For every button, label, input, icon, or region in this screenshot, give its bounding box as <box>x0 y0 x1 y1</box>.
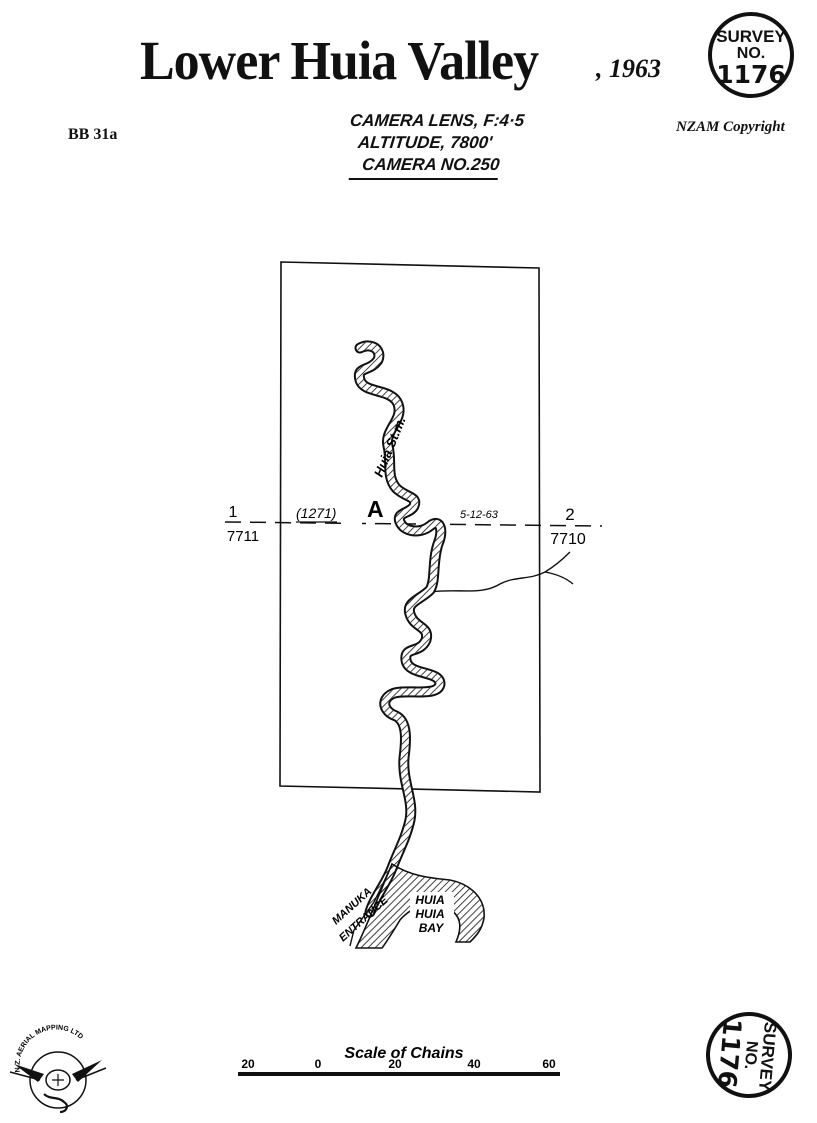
scale-bar: Scale of Chains 20 0 20 40 60 <box>238 1045 560 1076</box>
scale-line <box>238 1072 560 1076</box>
run-reference: (1271) <box>296 505 336 521</box>
bay-label: BAY <box>419 921 444 935</box>
photo-frame <box>279 261 541 793</box>
left-marker-photo: 7711 <box>227 528 259 545</box>
map-title-year: , 1963 <box>596 54 661 83</box>
huia-label-1: HUIA <box>415 893 444 907</box>
seal-number: 1176 <box>716 60 786 89</box>
aerial-mapping-logo: N.Z. AERIAL MAPPING LTD <box>9 1024 107 1114</box>
tributary-branch <box>544 571 574 585</box>
scale-tick-20: 20 <box>388 1057 402 1071</box>
scale-tick-20-left: 20 <box>241 1057 255 1071</box>
flight-line <box>224 521 603 527</box>
huia-stream <box>353 340 447 918</box>
seal-no-label: NO. <box>736 45 766 62</box>
seal-survey-label: SURVEY <box>716 27 786 46</box>
scale-tick-0: 0 <box>315 1057 322 1071</box>
scale-tick-60: 60 <box>542 1057 556 1071</box>
right-marker-number: 2 <box>565 505 574 524</box>
map-title: Lower Huia Valley <box>140 31 539 92</box>
right-marker-photo: 7710 <box>550 531 586 548</box>
scale-tick-40: 40 <box>467 1057 481 1071</box>
survey-seal-top: SURVEY NO. 1176 <box>708 12 794 98</box>
logo-text: N.Z. AERIAL MAPPING LTD <box>14 1024 84 1072</box>
point-label: A <box>367 496 384 522</box>
manuka-shore <box>349 863 393 947</box>
bay-label-bg <box>410 892 454 940</box>
tributary-stream <box>429 551 571 593</box>
huia-label-2: HUIA <box>415 907 444 921</box>
left-marker-number: 1 <box>229 504 238 521</box>
flight-date: 5-12-63 <box>460 509 499 521</box>
sheet-code: BB 31a <box>68 126 118 143</box>
copyright-notice: NZAM Copyright <box>676 119 785 135</box>
scale-title: Scale of Chains <box>344 1045 463 1062</box>
